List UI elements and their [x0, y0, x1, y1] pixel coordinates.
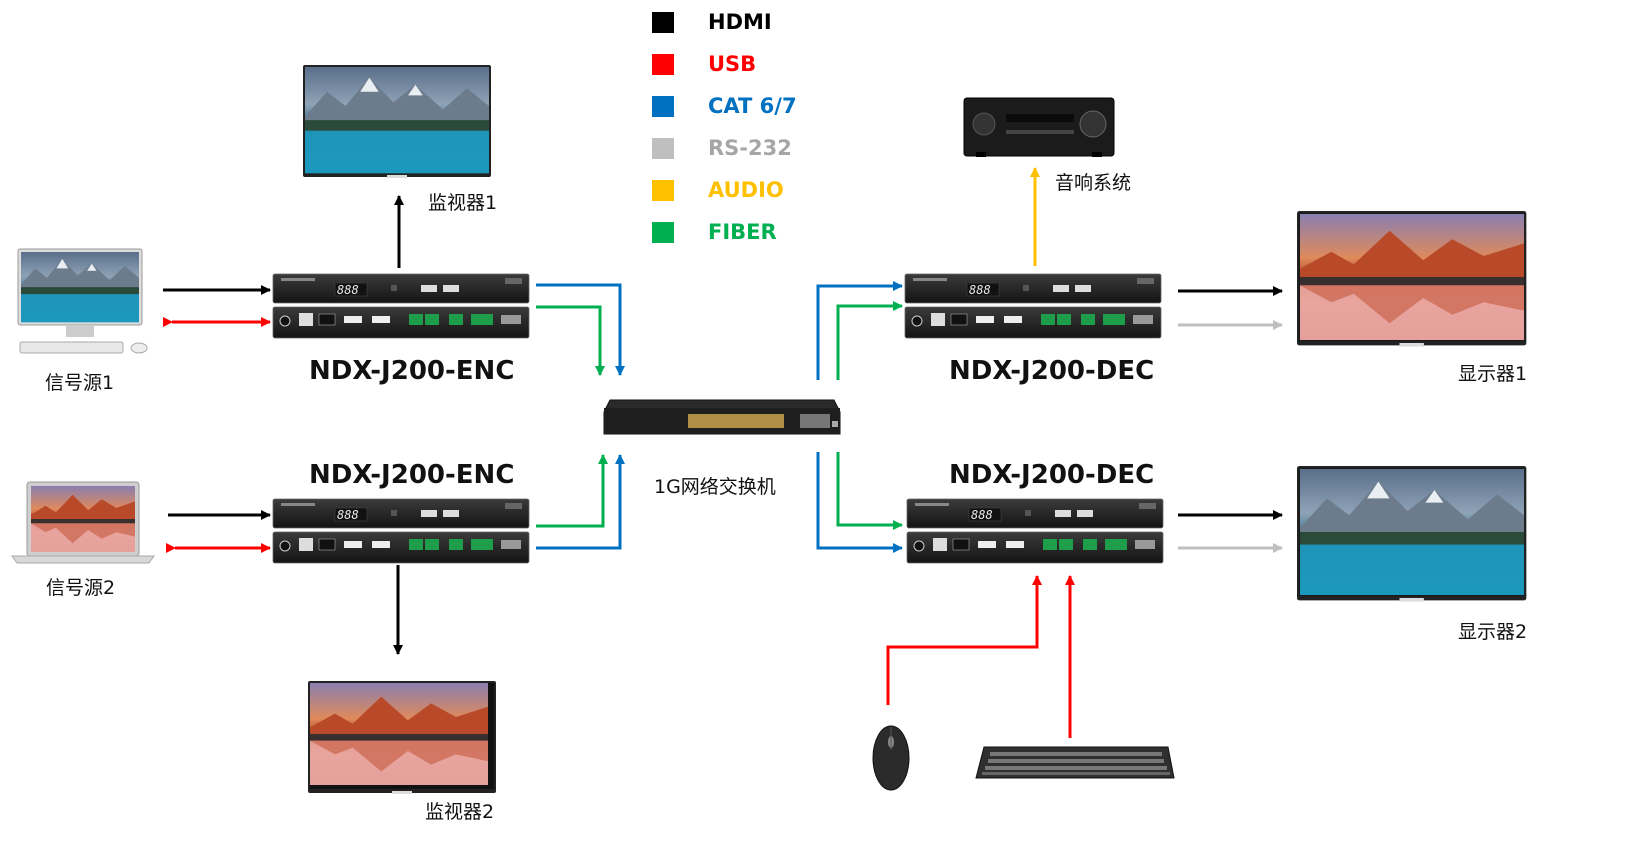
usb-keyboard-icon	[975, 746, 1175, 779]
source1-label: 信号源1	[45, 372, 114, 394]
display1	[1297, 211, 1527, 347]
monitor1	[303, 65, 491, 178]
monitor2-label: 监视器2	[425, 801, 494, 823]
cat-line-enc2-switch	[536, 454, 625, 550]
monitor1-label: 监视器1	[428, 192, 497, 214]
fiber-line-switch-dec1	[836, 301, 903, 380]
network-switch	[603, 399, 841, 435]
fiber-line-enc1-switch	[536, 305, 605, 376]
cat-line-switch-dec2	[816, 452, 903, 553]
source2-label: 信号源2	[46, 577, 115, 599]
encoder1-device	[272, 273, 530, 339]
legend-label-cat: CAT 6/7	[708, 94, 797, 118]
encoder1-label: NDX-J200-ENC	[309, 356, 514, 386]
source1-computer	[17, 248, 148, 354]
decoder1-device	[904, 273, 1162, 339]
legend-swatch-cat	[652, 96, 674, 117]
monitor2	[308, 681, 496, 794]
decoder2-label: NDX-J200-DEC	[949, 460, 1154, 490]
display2	[1297, 466, 1527, 602]
source2-laptop	[11, 481, 155, 564]
desktop-monitor-icon	[17, 248, 143, 337]
legend-label-hdmi: HDMI	[708, 10, 772, 34]
switch-label: 1G网络交换机	[654, 476, 776, 498]
fiber-line-switch-dec2	[836, 452, 903, 530]
legend-swatch-usb	[652, 54, 674, 75]
legend-label-audio: AUDIO	[708, 178, 784, 202]
display1-label: 显示器1	[1458, 363, 1527, 385]
legend-swatch-fiber	[652, 222, 674, 243]
encoder2-device	[272, 498, 530, 564]
decoder2-device	[906, 498, 1164, 564]
usb-line-mouse-dec2	[886, 575, 1042, 705]
fiber-line-enc2-switch	[536, 454, 608, 528]
mouse-icon	[130, 342, 148, 354]
usb-mouse-icon	[872, 725, 910, 791]
legend-swatch-rs232	[652, 138, 674, 159]
connections	[163, 167, 1283, 738]
legend: HDMI USB CAT 6/7 RS-232 AUDIO FIBER	[652, 10, 797, 244]
legend-label-fiber: FIBER	[708, 220, 777, 244]
decoder1-label: NDX-J200-DEC	[949, 356, 1154, 386]
audio-system-label: 音响系统	[1055, 172, 1131, 194]
audio-receiver-icon	[963, 97, 1115, 157]
legend-swatch-hdmi	[652, 12, 674, 33]
cat-line-switch-dec1	[816, 281, 903, 380]
encoder2-label: NDX-J200-ENC	[309, 460, 514, 490]
legend-label-rs232: RS-232	[708, 136, 792, 160]
cat-line-enc1-switch	[536, 283, 625, 376]
legend-label-usb: USB	[708, 52, 756, 76]
display2-label: 显示器2	[1458, 621, 1527, 643]
keyboard-icon	[19, 341, 124, 354]
legend-swatch-audio	[652, 180, 674, 201]
